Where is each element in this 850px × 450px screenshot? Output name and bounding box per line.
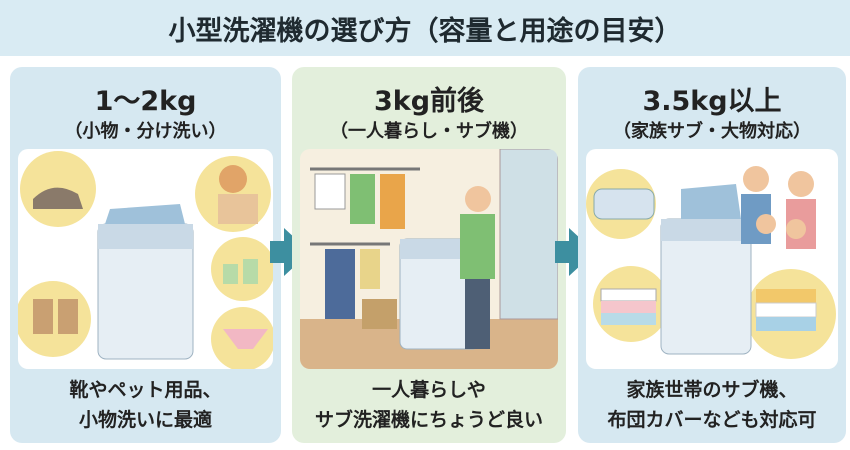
capacity-label: 3.5kg以上 — [642, 86, 782, 117]
washing-machine-icon — [97, 204, 194, 360]
page-title: 小型洗濯機の選び方（容量と用途の目安） — [0, 0, 850, 56]
illustration-single-living — [300, 149, 558, 369]
illustration-small-items — [18, 149, 273, 369]
panel-large: 3.5kg以上 （家族サブ・大物対応） 家族世帯のサブ機、 布団カバーなども対応… — [578, 67, 846, 443]
description-line: 靴やペット用品、 — [69, 379, 222, 401]
illustration-family — [586, 149, 838, 369]
description: 靴やペット用品、 小物洗いに最適 — [10, 375, 281, 435]
use-label: （一人暮らし・サブ機） — [330, 121, 528, 142]
description-line: 一人暮らしや — [372, 379, 486, 401]
use-label: （家族サブ・大物対応） — [613, 121, 811, 142]
panel-small: 1〜2kg （小物・分け洗い） 靴やペット用品、 小物洗いに最適 — [10, 67, 281, 443]
capacity-label: 1〜2kg — [94, 86, 197, 117]
description-line: 家族世帯のサブ機、 — [626, 379, 798, 401]
description-line: 布団カバーなども対応可 — [607, 409, 817, 431]
description-line: サブ洗濯機にちょうど良い — [314, 409, 543, 431]
description-line: 小物洗いに最適 — [78, 409, 212, 431]
washing-machine-icon — [660, 184, 752, 355]
description: 家族世帯のサブ機、 布団カバーなども対応可 — [578, 375, 846, 435]
capacity-label: 3kg前後 — [373, 86, 485, 117]
use-label: （小物・分け洗い） — [64, 121, 227, 142]
panel-medium: 3kg前後 （一人暮らし・サブ機） 一人暮らしや サブ洗濯機にちょうど良い — [292, 67, 566, 443]
description: 一人暮らしや サブ洗濯機にちょうど良い — [292, 375, 566, 435]
